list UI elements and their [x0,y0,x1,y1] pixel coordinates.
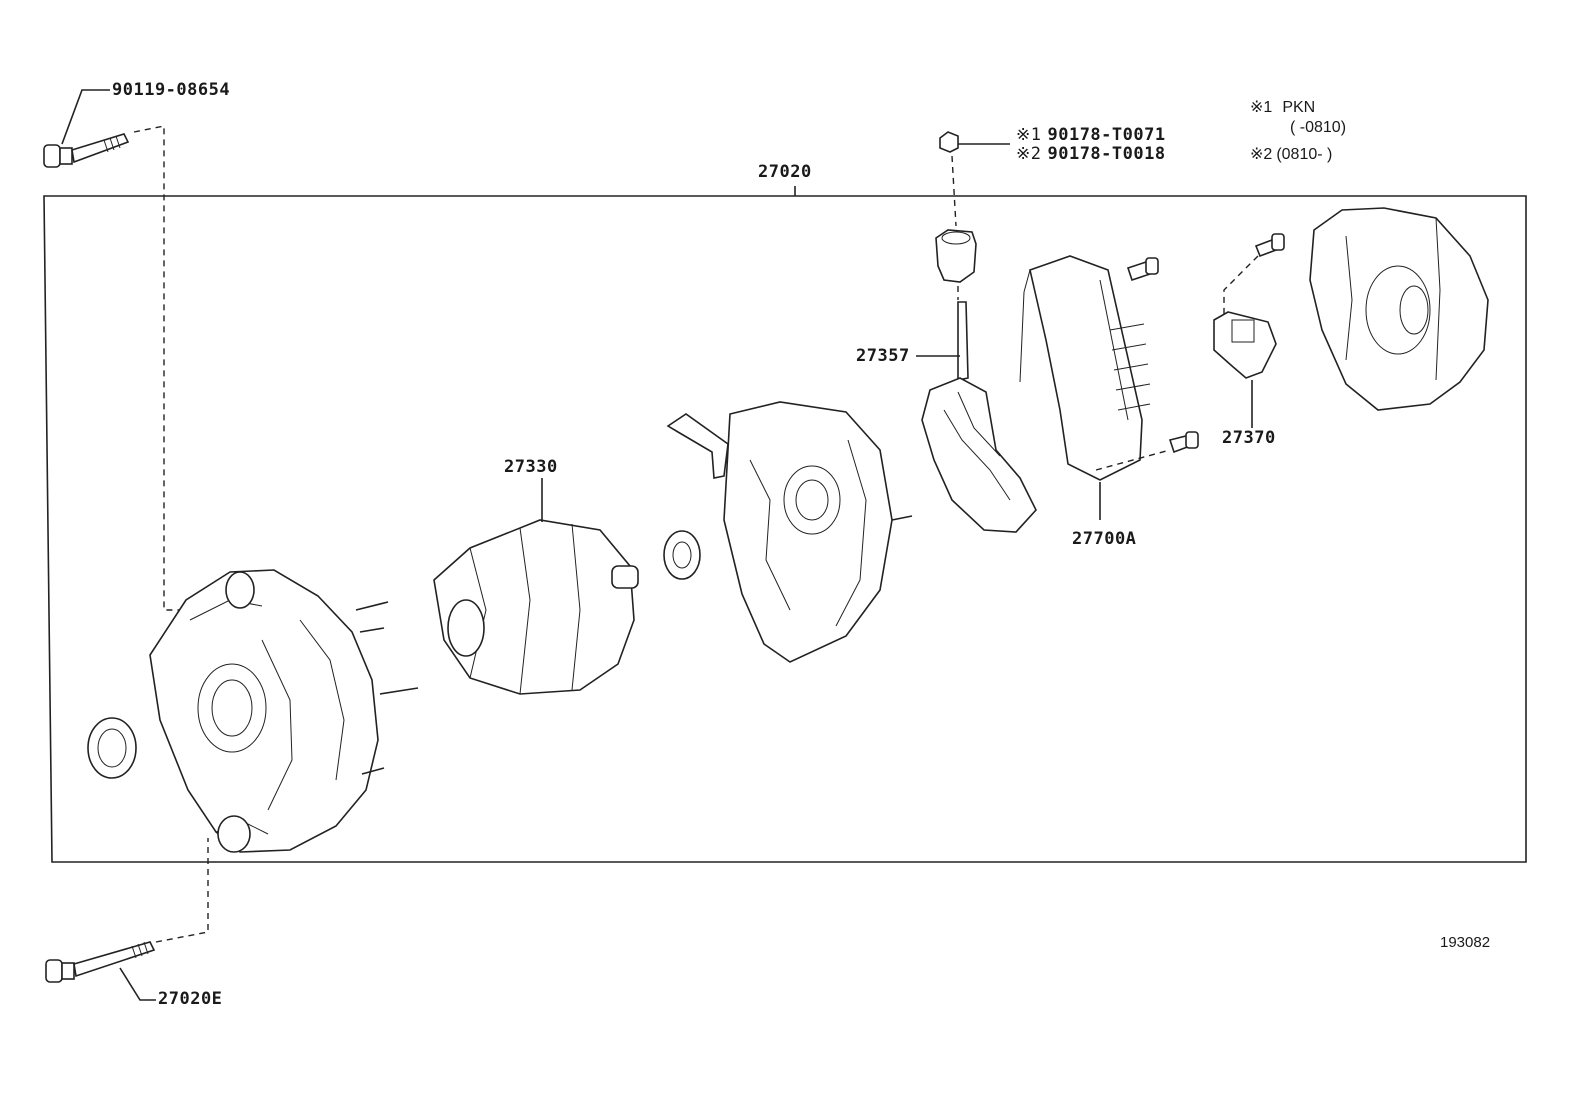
part-label-rotor[interactable]: 27330 [504,457,558,477]
legend-line-3-mark: ※2 [1250,146,1273,163]
bolt-top-left [43,133,130,168]
legend-line-2: ( -0810) [1290,119,1346,137]
part-label-bolt-top[interactable]: 90119-08654 [112,80,231,100]
rotor [433,478,639,695]
part-label-bolt-bottom[interactable]: 27020E [158,989,223,1009]
screw-rectifier-bottom [1168,431,1199,454]
terminal-cap [935,229,977,283]
rectifier-end-frame [666,401,913,663]
nut-variant-1-mark: ※1 [1016,125,1042,145]
screw-insulator [1254,233,1285,258]
legend-line-1: ※1 PKN [1250,97,1315,117]
part-label-terminal-insulator[interactable]: 27370 [1222,428,1276,448]
brush-holder [921,301,1037,533]
assembly-outline [43,195,1527,863]
washer [663,530,701,580]
rectifier [1019,255,1151,481]
screw-rectifier-top [1126,257,1159,282]
legend-line-2-text: ( -0810) [1290,119,1347,136]
bolt-bottom-left [45,941,156,983]
legend-line-3: ※2(0810- ) [1250,144,1332,164]
nut-variant-2-mark: ※2 [1016,144,1042,164]
legend-line-1-mark: ※1 [1250,99,1273,116]
bearing-ring [87,717,137,779]
nut-variant-1-code: 90178-T0071 [1047,125,1166,145]
rear-end-cover [1309,207,1489,411]
figure-number: 193082 [1440,934,1491,951]
legend-line-3-text: (0810- ) [1276,146,1333,163]
part-label-brush-holder[interactable]: 27357 [856,346,910,366]
part-label-rectifier[interactable]: 27700A [1072,529,1137,549]
assembly-label[interactable]: 27020 [758,162,812,182]
terminal-insulator [1213,311,1277,379]
legend-line-1-text: PKN [1282,99,1316,116]
drive-end-frame [149,569,419,853]
nut-variant-2-code: 90178-T0018 [1047,144,1166,164]
terminal-nut [939,131,959,153]
